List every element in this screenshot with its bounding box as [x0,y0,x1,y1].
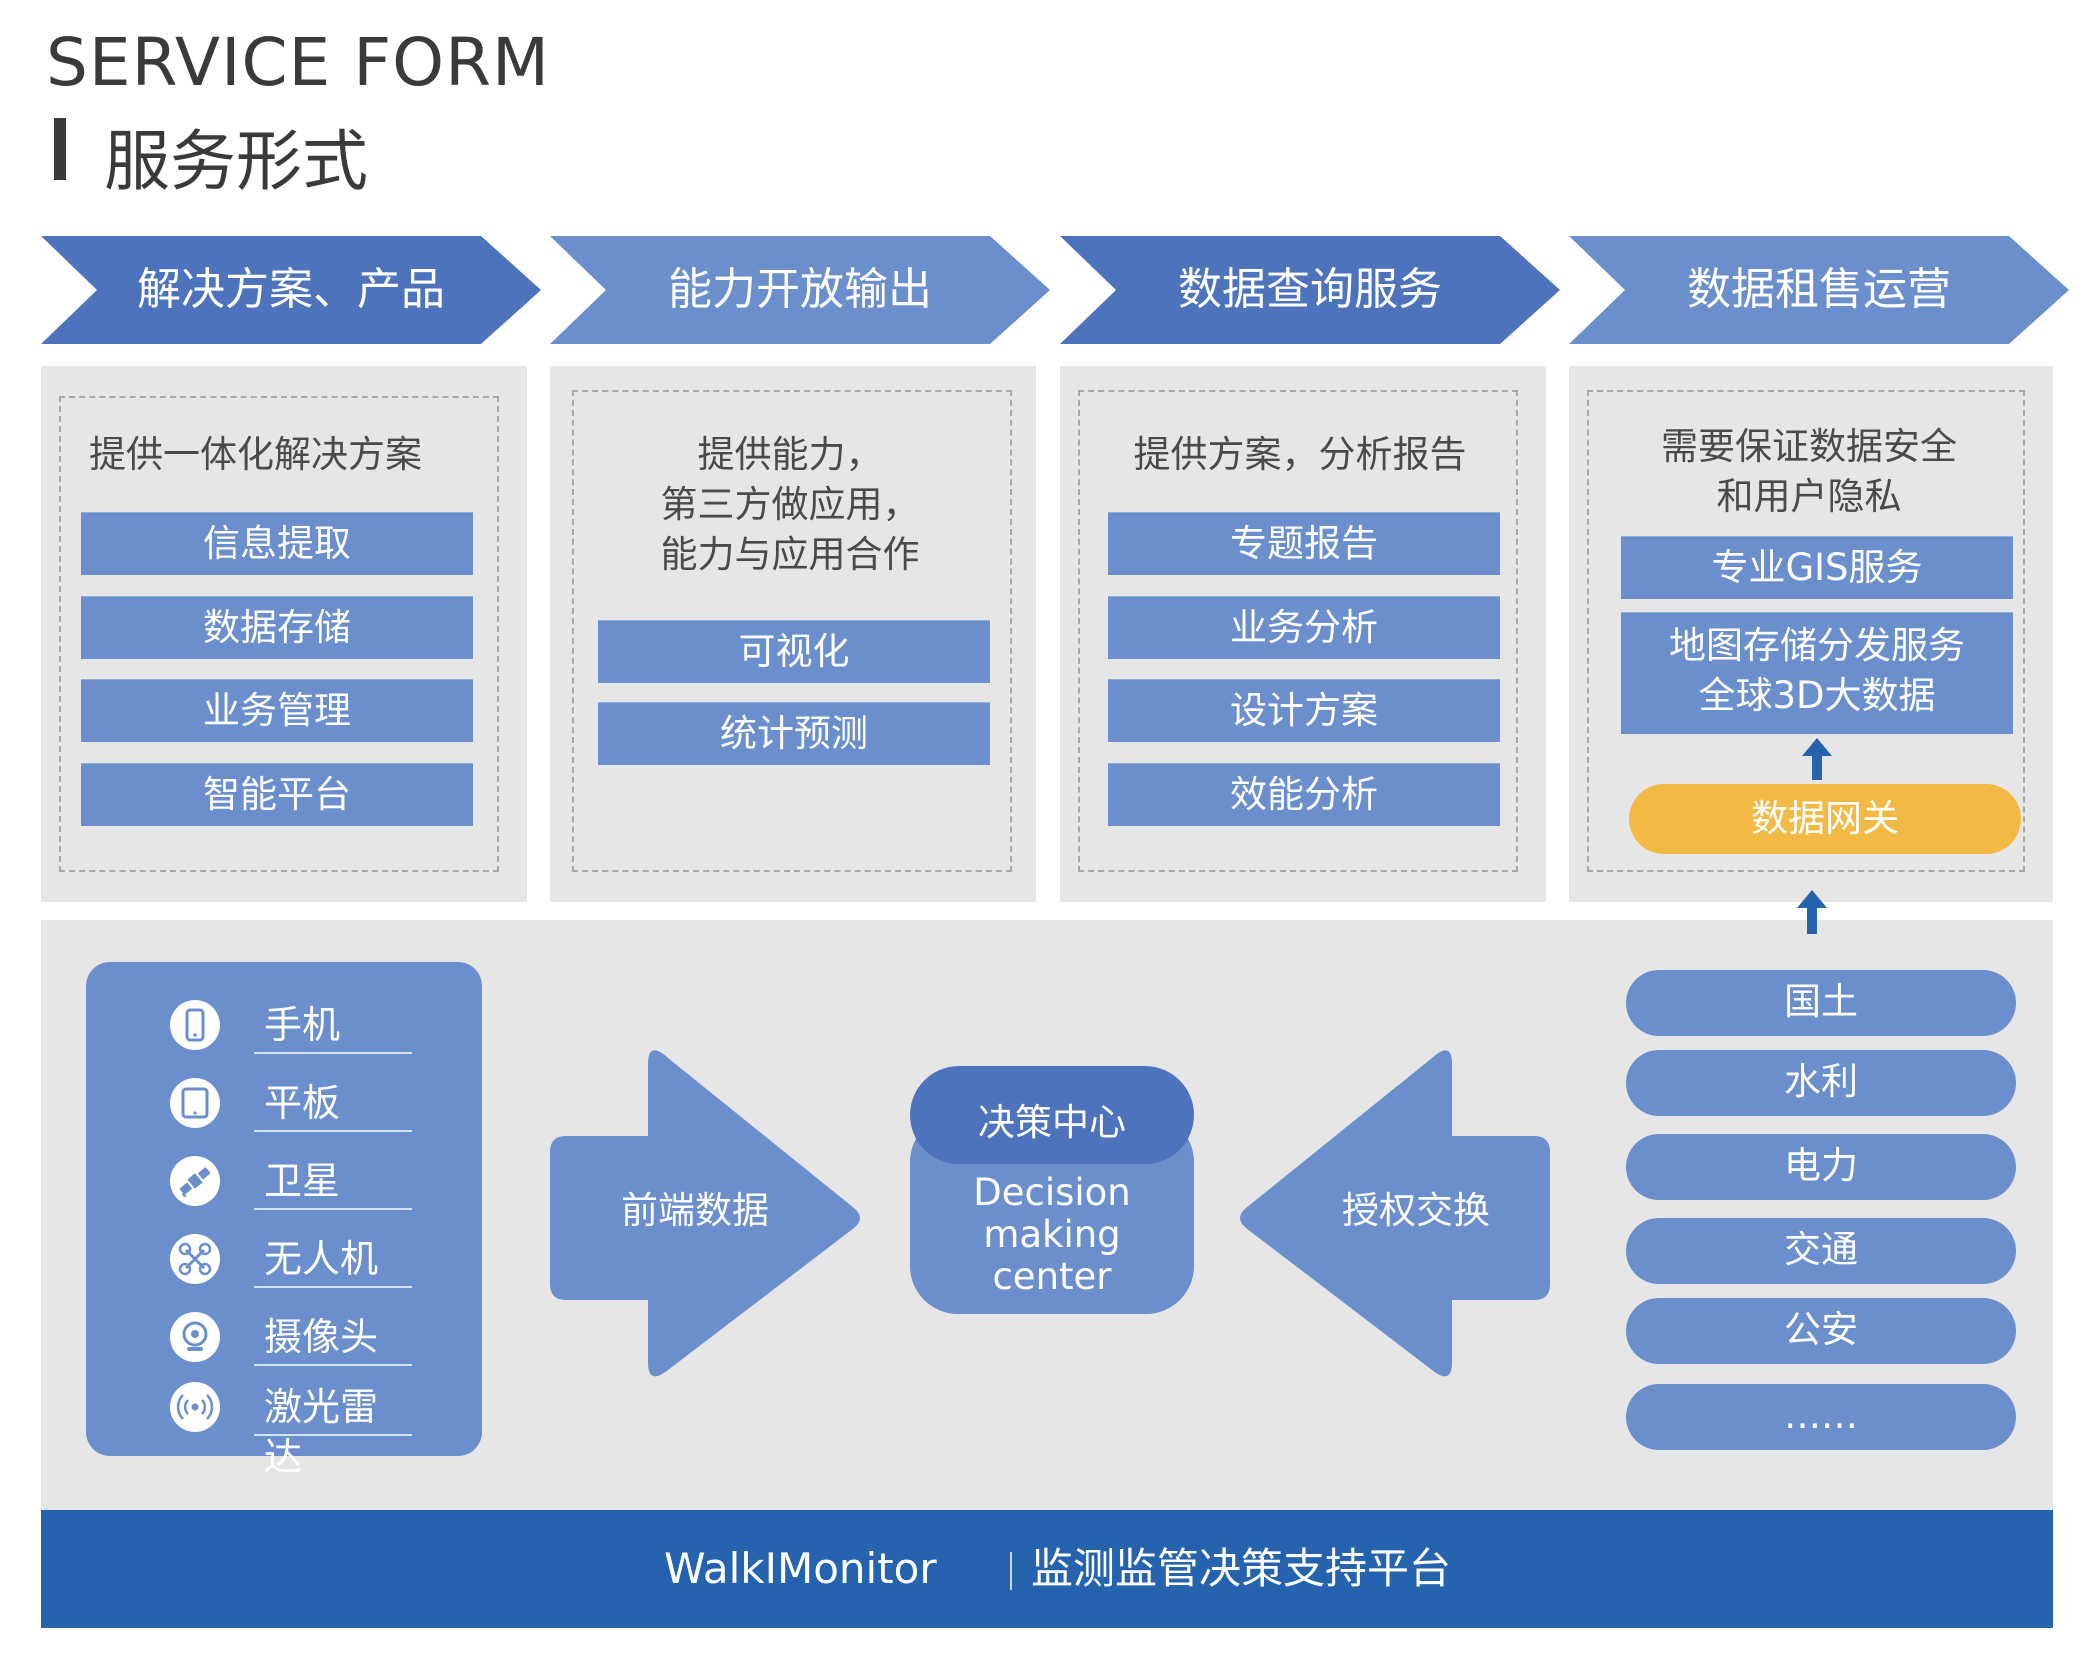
panel-capability: 提供能力， 第三方做应用， 能力与应用合作 可视化 统计预测 [550,366,1036,902]
item-bar: 统计预测 [598,702,990,765]
chevron-label: 数据查询服务 [1178,264,1442,315]
dashed-frame [572,390,1012,872]
panel-heading-line: 需要保证数据安全 [1661,425,1957,468]
item-bar: 设计方案 [1108,679,1500,742]
device-row: 手机 [86,1000,482,1058]
dashed-frame [1587,390,2025,872]
panel-heading: 提供一体化解决方案 [89,433,422,476]
decision-center-en-line: Decision [973,1171,1131,1214]
panel-heading-line: 第三方做应用， [660,483,920,526]
satellite-icon [170,1156,220,1206]
item-bar: 效能分析 [1108,763,1500,826]
item-bar: 可视化 [598,620,990,683]
device-row: 摄像头 [86,1312,482,1370]
device-label: 激光雷达 [254,1382,412,1479]
tablet-icon [170,1078,220,1128]
source-pill: 电力 [1626,1134,2016,1200]
item-bar: 数据存储 [81,596,473,659]
chevron-capability: 能力开放输出 [550,236,1050,344]
up-arrow-icon [1802,738,1832,780]
item-bar: 业务管理 [81,679,473,742]
device-label: 手机 [254,1000,412,1054]
panel-heading-line: 和用户隐私 [1716,475,1902,518]
device-label: 卫星 [254,1156,412,1210]
chevron-solutions: 解决方案、产品 [41,236,541,344]
drone-icon [170,1234,220,1284]
title-accent-bar [54,118,66,180]
device-label: 摄像头 [254,1312,412,1366]
item-bar: 专题报告 [1108,512,1500,575]
device-row: 无人机 [86,1234,482,1292]
front-data-arrow [550,1050,860,1377]
footer-divider [1010,1552,1012,1590]
panel-heading: 提供方案，分析报告 [1133,433,1467,476]
device-row: 激光雷达 [86,1382,482,1479]
data-gateway: 数据网关 [1629,784,2021,854]
decision-center-title: 决策中心 [978,1101,1126,1144]
panel-heading-line: 能力与应用合作 [660,533,920,576]
item-bar: 信息提取 [81,512,473,575]
chevron-query: 数据查询服务 [1060,236,1560,344]
device-card: 手机 平板 卫星 无人机 摄像头 激光雷达 [86,962,482,1479]
item-bar: 智能平台 [81,763,473,826]
chevron-rental: 数据租售运营 [1569,236,2069,344]
camera-icon [170,1312,220,1362]
auth-exchange-arrow [1240,1050,1550,1377]
source-pill: 水利 [1626,1050,2016,1116]
title-chinese: 服务形式 [104,123,368,200]
front-data-label: 前端数据 [621,1189,769,1232]
item-bar: 业务分析 [1108,596,1500,659]
panel-heading-line: 提供能力， [697,433,883,476]
device-label: 无人机 [254,1234,412,1288]
item-bar: 专业GIS服务 [1621,536,2013,599]
decision-center-shape [910,1066,1194,1314]
footer-platform: 监测监管决策支持平台 [1031,1544,1452,1593]
item-line: 地图存储分发服务 [1669,624,1965,667]
device-label: 平板 [254,1078,412,1132]
footer-brand: WalkIMonitor [664,1544,937,1593]
chevron-label: 解决方案、产品 [137,264,445,315]
device-row: 卫星 [86,1156,482,1214]
source-pill: 公安 [1626,1298,2016,1364]
device-row: 平板 [86,1078,482,1136]
auth-exchange-label: 授权交换 [1342,1189,1490,1232]
dashed-frame [1078,390,1518,872]
panel-solutions: 提供一体化解决方案 信息提取 数据存储 业务管理 智能平台 [41,366,527,902]
panel-rental: 需要保证数据安全 和用户隐私 专业GIS服务 地图存储分发服务 全球3D大数据 … [1569,366,2053,902]
source-pill: 国土 [1626,970,2016,1036]
source-pill: 交通 [1626,1218,2016,1284]
up-arrow-icon [1797,890,1827,934]
footer-bar: WalkIMonitor 监测监管决策支持平台 [41,1510,2053,1628]
panel-query: 提供方案，分析报告 专题报告 业务分析 设计方案 效能分析 [1060,366,1546,902]
chevron-label: 数据租售运营 [1687,264,1951,315]
dashed-frame [59,396,499,872]
source-pill: …… [1626,1384,2016,1450]
lidar-icon [170,1382,220,1432]
phone-icon [170,1000,220,1050]
item-bar-double: 地图存储分发服务 全球3D大数据 [1621,612,2013,734]
decision-center-en-line: making [983,1213,1121,1256]
item-line: 全球3D大数据 [1698,674,1936,717]
chevron-label: 能力开放输出 [668,264,932,315]
title-english: SERVICE FORM [46,24,550,101]
decision-center-en-line: center [992,1255,1112,1298]
